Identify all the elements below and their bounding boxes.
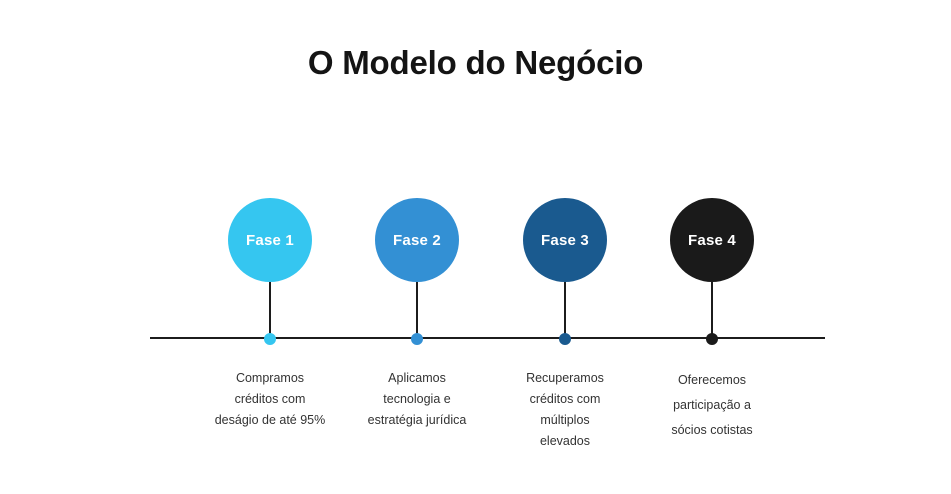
phase-caption-line: Aplicamos <box>388 371 446 385</box>
phase-caption-line: Compramos <box>235 371 305 385</box>
timeline-phase-2[interactable]: Fase 2 Aplicamos tecnologia e estratégia… <box>327 0 507 494</box>
phase-caption-2: Aplicamos tecnologia e estratégia jurídi… <box>337 368 497 431</box>
phase-caption-line: Recuperamos <box>526 371 604 385</box>
timeline-phase-3[interactable]: Fase 3 Recuperamos créditos com múltiplo… <box>475 0 655 494</box>
phase-caption-line: tecnologia e <box>383 392 451 406</box>
phase-bubble-label-4: Fase 4 <box>688 231 736 249</box>
phase-marker-dot-3 <box>559 333 571 345</box>
phase-bubble-label-1: Fase 1 <box>246 231 294 249</box>
phase-bubble-2[interactable]: Fase 2 <box>375 198 459 282</box>
phase-marker-dot-4 <box>706 333 718 345</box>
timeline-phase-1[interactable]: Fase 1 Compramos créditos com deságio de… <box>180 0 360 494</box>
phase-bubble-label-2: Fase 2 <box>393 231 441 249</box>
phase-caption-line: participação a <box>673 398 751 412</box>
timeline-axis <box>150 337 825 339</box>
phase-caption-line: sócios cotistas <box>671 423 753 437</box>
phase-caption-line: créditos com <box>529 392 601 406</box>
phase-caption-3: Recuperamos créditos com múltiplos eleva… <box>485 368 645 452</box>
phase-bubble-4[interactable]: Fase 4 <box>670 198 754 282</box>
phase-bubble-3[interactable]: Fase 3 <box>523 198 607 282</box>
timeline-phase-4[interactable]: Fase 4 Oferecemos participação a sócios … <box>622 0 802 494</box>
phase-bubble-1[interactable]: Fase 1 <box>228 198 312 282</box>
phase-connector-4 <box>711 282 713 338</box>
phase-caption-line: Oferecemos <box>677 373 747 387</box>
phase-connector-1 <box>269 282 271 338</box>
phase-caption-line: elevados <box>539 434 591 448</box>
phase-marker-dot-1 <box>264 333 276 345</box>
phase-connector-3 <box>564 282 566 338</box>
phase-caption-line: deságio de até 95% <box>214 413 326 427</box>
phase-marker-dot-2 <box>411 333 423 345</box>
phase-caption-line: créditos com <box>234 392 306 406</box>
page-title: O Modelo do Negócio <box>307 44 644 81</box>
phase-caption-1: Compramos créditos com deságio de até 95… <box>190 368 350 431</box>
phase-caption-line: estratégia jurídica <box>367 413 467 427</box>
phase-connector-2 <box>416 282 418 338</box>
phase-caption-line: múltiplos <box>540 413 590 427</box>
phase-bubble-label-3: Fase 3 <box>541 231 589 249</box>
phase-caption-4: Oferecemos participação a sócios cotista… <box>632 368 792 443</box>
